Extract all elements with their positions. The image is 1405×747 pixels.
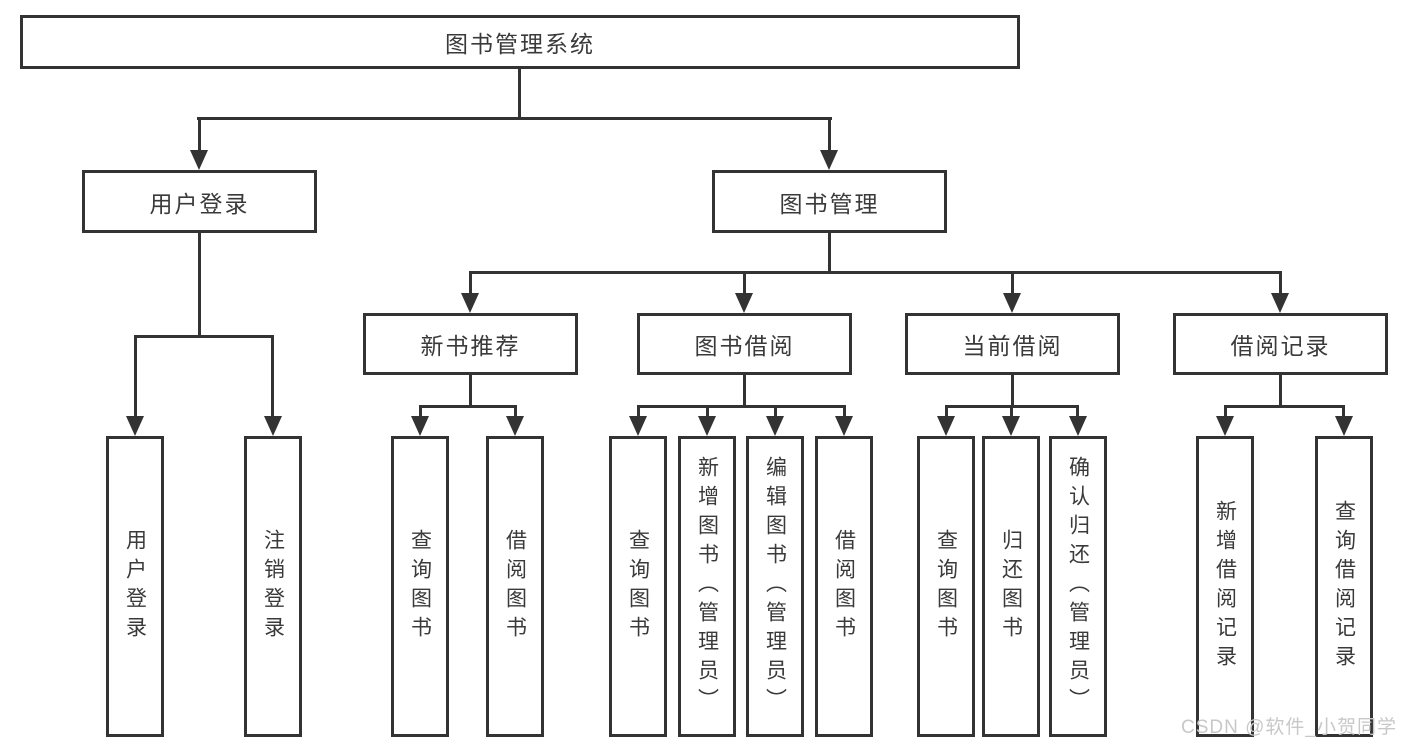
leaf-borrow-edit-label: 编辑图书（管理员） [763, 456, 787, 717]
leaf-newbook-query-label: 查询图书 [408, 528, 432, 645]
leaf-newbook-borrow-label: 借阅图书 [503, 528, 527, 645]
connector-line [134, 335, 274, 338]
connector-line [1011, 375, 1014, 408]
connector-line [469, 271, 472, 296]
arrowhead-down-icon [411, 416, 429, 436]
arrowhead-down-icon [461, 293, 479, 313]
arrowhead-down-icon [1335, 416, 1353, 436]
arrowhead-down-icon [735, 293, 753, 313]
arrowhead-down-icon [766, 416, 784, 436]
connector-line [198, 233, 201, 338]
connector-line [1010, 405, 1013, 419]
node-user-login: 用户登录 [82, 170, 317, 233]
leaf-current-query: 查询图书 [917, 436, 975, 737]
leaf-logout-label: 注销登录 [261, 528, 285, 645]
node-book-borrow: 图书借阅 [637, 313, 852, 375]
connector-line [706, 405, 709, 419]
node-book-mgmt: 图书管理 [712, 170, 947, 233]
connector-line [1224, 405, 1227, 419]
connector-line [271, 335, 274, 418]
connector-line [419, 405, 517, 408]
arrowhead-down-icon [698, 416, 716, 436]
connector-line [469, 271, 1282, 274]
arrowhead-down-icon [1216, 416, 1234, 436]
connector-line [1011, 271, 1014, 296]
leaf-current-return-label: 归还图书 [999, 528, 1023, 645]
leaf-records-query-label: 查询借阅记录 [1332, 499, 1356, 674]
connector-line [743, 375, 746, 408]
connector-line [518, 69, 521, 120]
leaf-borrow-query-label: 查询图书 [626, 528, 650, 645]
arrowhead-down-icon [506, 416, 524, 436]
connector-line [1076, 405, 1079, 419]
leaf-current-confirm: 确认归还（管理员） [1049, 436, 1107, 737]
leaf-records-add: 新增借阅记录 [1196, 436, 1254, 737]
leaf-current-confirm-label: 确认归还（管理员） [1066, 456, 1090, 717]
leaf-newbook-query: 查询图书 [391, 436, 449, 737]
connector-line [514, 405, 517, 419]
connector-line [828, 117, 831, 153]
arrowhead-down-icon [835, 416, 853, 436]
arrowhead-down-icon [937, 416, 955, 436]
arrowhead-down-icon [629, 416, 647, 436]
leaf-logout: 注销登录 [244, 436, 302, 737]
node-book-mgmt-label: 图书管理 [779, 190, 880, 217]
connector-line [743, 271, 746, 296]
connector-line [1342, 405, 1345, 419]
arrowhead-down-icon [1003, 293, 1021, 313]
connector-line [1224, 405, 1344, 408]
node-borrow-records: 借阅记录 [1173, 313, 1388, 375]
leaf-borrow-borrow: 借阅图书 [815, 436, 873, 737]
connector-line [945, 405, 948, 419]
leaf-borrow-query: 查询图书 [609, 436, 667, 737]
node-current-borrow-label: 当前借阅 [962, 333, 1063, 359]
node-new-book-rec: 新书推荐 [363, 313, 578, 375]
leaf-records-add-label: 新增借阅记录 [1213, 499, 1237, 674]
leaf-borrow-edit: 编辑图书（管理员） [746, 436, 804, 737]
node-book-borrow-label: 图书借阅 [694, 333, 795, 359]
leaf-borrow-borrow-label: 借阅图书 [832, 528, 856, 645]
arrowhead-down-icon [190, 150, 208, 170]
connector-line [637, 405, 640, 419]
leaf-borrow-add-label: 新增图书（管理员） [695, 456, 719, 717]
connector-line [197, 117, 832, 120]
leaf-user-login-label: 用户登录 [123, 528, 147, 645]
node-current-borrow: 当前借阅 [905, 313, 1120, 375]
connector-line [637, 405, 846, 408]
leaf-records-query: 查询借阅记录 [1315, 436, 1373, 737]
arrowhead-down-icon [1271, 293, 1289, 313]
arrowhead-down-icon [1002, 416, 1020, 436]
connector-line [419, 405, 422, 419]
connector-line [134, 335, 137, 418]
leaf-current-query-label: 查询图书 [934, 528, 958, 645]
arrowhead-down-icon [126, 416, 144, 436]
leaf-current-return: 归还图书 [982, 436, 1040, 737]
node-user-login-label: 用户登录 [149, 190, 250, 217]
connector-line [469, 375, 472, 408]
watermark: CSDN @软件_小贺同学 [1181, 717, 1397, 738]
node-root: 图书管理系统 [20, 15, 1020, 69]
leaf-user-login: 用户登录 [106, 436, 164, 737]
connector-line [843, 405, 846, 419]
arrowhead-down-icon [1069, 416, 1087, 436]
node-root-label: 图书管理系统 [445, 31, 595, 57]
connector-line [828, 233, 831, 274]
connector-line [1279, 375, 1282, 408]
connector-line [1279, 271, 1282, 296]
arrowhead-down-icon [820, 150, 838, 170]
arrowhead-down-icon [264, 416, 282, 436]
connector-line [198, 117, 201, 153]
node-new-book-rec-label: 新书推荐 [420, 333, 521, 359]
leaf-borrow-add: 新增图书（管理员） [678, 436, 736, 737]
node-borrow-records-label: 借阅记录 [1230, 333, 1331, 359]
leaf-newbook-borrow: 借阅图书 [486, 436, 544, 737]
connector-line [774, 405, 777, 419]
